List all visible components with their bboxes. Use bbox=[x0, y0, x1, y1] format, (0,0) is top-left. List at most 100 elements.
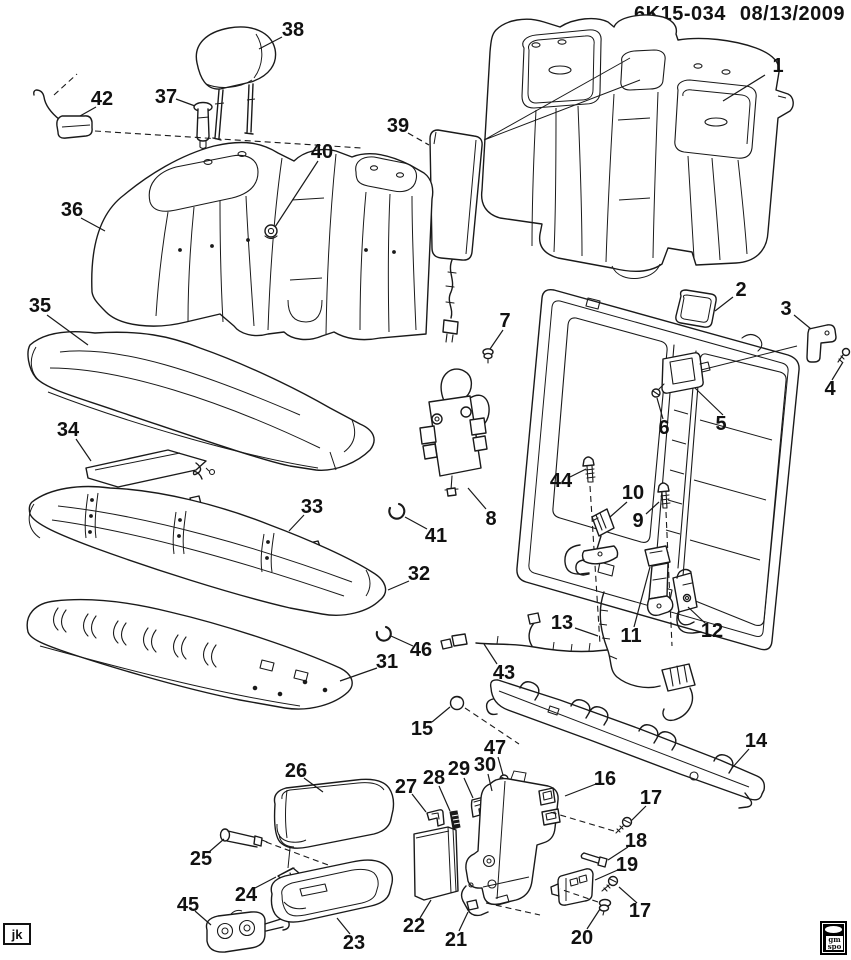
headrest-guide-sleeve bbox=[193, 101, 213, 150]
callout-21-21: 21 bbox=[445, 929, 467, 951]
dashed-reference-line bbox=[53, 73, 78, 96]
callout-6-5: 6 bbox=[658, 417, 669, 439]
callout-leader-27-27 bbox=[411, 793, 427, 813]
callout-47-47: 47 bbox=[484, 737, 506, 759]
callout-leader-42-42 bbox=[79, 106, 97, 117]
callout-9-8: 9 bbox=[632, 510, 643, 532]
callout-24-24: 24 bbox=[235, 884, 258, 906]
assembly-axis-dashed bbox=[665, 511, 673, 647]
callout-leader-45-45 bbox=[194, 910, 212, 926]
headrest bbox=[195, 26, 277, 141]
gm-spo-logo-inner: gm spo bbox=[823, 924, 844, 952]
callout-20-20: 20 bbox=[571, 927, 593, 949]
callout-leader-21-21 bbox=[458, 911, 469, 932]
callout-leader-35-35 bbox=[46, 314, 89, 346]
knob-15 bbox=[449, 695, 465, 711]
callout-38-38: 38 bbox=[282, 19, 304, 41]
callout-15-14: 15 bbox=[411, 718, 433, 740]
author-initials: jk bbox=[11, 926, 23, 942]
callout-leader-1-0 bbox=[722, 74, 766, 102]
callout-leader-46-46 bbox=[390, 635, 414, 647]
callout-leader-4-3 bbox=[831, 361, 844, 381]
callout-leader-26-26 bbox=[303, 777, 324, 793]
callout-1-0: 1 bbox=[772, 55, 783, 77]
callout-leader-37-37 bbox=[175, 98, 196, 107]
retainer-ring-46 bbox=[375, 625, 392, 642]
callout-30-30: 30 bbox=[474, 754, 496, 776]
callout-45-45: 45 bbox=[177, 894, 199, 916]
bolt-9 bbox=[657, 482, 671, 509]
callout-25-25: 25 bbox=[190, 848, 212, 870]
callout-34-34: 34 bbox=[57, 419, 80, 441]
figure-date: 08/13/2009 bbox=[739, 3, 845, 25]
pivot-pin-25 bbox=[219, 828, 268, 848]
assembly-axis-dashed bbox=[559, 888, 599, 903]
callout-leader-14-13 bbox=[731, 748, 750, 769]
callout-39-39: 39 bbox=[387, 115, 409, 137]
airbag-module bbox=[429, 129, 483, 343]
gm-logo-text: gm spo bbox=[825, 935, 844, 951]
callout-22-22: 22 bbox=[403, 915, 425, 937]
seat-cushion-foam bbox=[28, 485, 387, 616]
callout-leader-22-22 bbox=[419, 899, 432, 919]
assembly-axis-dashed bbox=[464, 707, 520, 745]
callout-23-23: 23 bbox=[343, 932, 365, 954]
callout-leader-28-28 bbox=[438, 785, 451, 812]
nut-7 bbox=[482, 348, 494, 364]
seat-cushion-cover bbox=[27, 331, 375, 471]
screw-17b bbox=[601, 875, 619, 892]
bracket-3 bbox=[806, 324, 837, 363]
latch-5 bbox=[661, 352, 711, 394]
seat-back-cover bbox=[480, 14, 794, 279]
callout-29-29: 29 bbox=[448, 758, 470, 780]
belt-buckle-10 bbox=[575, 508, 619, 576]
callout-14-13: 14 bbox=[745, 730, 768, 752]
callout-leader-12-11 bbox=[687, 606, 706, 624]
callout-leader-24-24 bbox=[254, 876, 277, 889]
panel-22 bbox=[413, 826, 459, 901]
belt-buckle-11 bbox=[644, 545, 674, 617]
callout-5-4: 5 bbox=[715, 413, 726, 435]
callout-leader-39-39 bbox=[407, 132, 430, 146]
bolt-40 bbox=[264, 224, 278, 240]
callout-leader-38-38 bbox=[258, 36, 283, 50]
callout-leader-36-36 bbox=[80, 217, 106, 232]
retainer-clip-42 bbox=[33, 89, 93, 139]
spring-pin-28 bbox=[449, 810, 461, 830]
callout-leader-30-30 bbox=[487, 773, 493, 792]
callout-10-9: 10 bbox=[622, 482, 644, 504]
frame-pad-2 bbox=[675, 289, 717, 328]
callout-leader-8-7 bbox=[467, 487, 487, 510]
callout-leader-32-32 bbox=[387, 580, 410, 591]
callout-4-3: 4 bbox=[824, 378, 836, 400]
release-module-8 bbox=[419, 368, 490, 497]
dashed-reference-line bbox=[94, 130, 363, 149]
callout-7-6: 7 bbox=[499, 310, 510, 332]
callout-leader-17-19 bbox=[618, 886, 638, 904]
callout-42-42: 42 bbox=[91, 88, 113, 110]
latch-location-line bbox=[696, 345, 798, 372]
callout-leader-18-17 bbox=[607, 846, 629, 861]
harness-connector-43 bbox=[451, 633, 468, 647]
screw-17a bbox=[615, 816, 633, 834]
callout-leader-44-44 bbox=[569, 468, 587, 478]
callout-leader-40-40 bbox=[274, 160, 319, 228]
callout-leader-3-2 bbox=[793, 314, 812, 330]
callout-28-28: 28 bbox=[423, 767, 445, 789]
callout-leader-16-15 bbox=[564, 783, 597, 797]
assembly-axis-dashed bbox=[549, 811, 615, 832]
callout-leader-41-41 bbox=[404, 516, 428, 530]
screw-4 bbox=[837, 347, 851, 363]
callout-18-17: 18 bbox=[625, 830, 647, 852]
callout-leader-5-4 bbox=[694, 387, 724, 416]
callout-16-15: 16 bbox=[594, 768, 616, 790]
callout-11-10: 11 bbox=[620, 625, 641, 647]
hinge-bar-14 bbox=[485, 679, 766, 809]
airbag-location-lines bbox=[483, 57, 641, 141]
callout-37-37: 37 bbox=[155, 86, 177, 108]
gm-spo-logo: gm spo bbox=[820, 921, 847, 955]
callout-leader-20-20 bbox=[586, 908, 601, 930]
gm-logo-oval bbox=[825, 926, 842, 933]
